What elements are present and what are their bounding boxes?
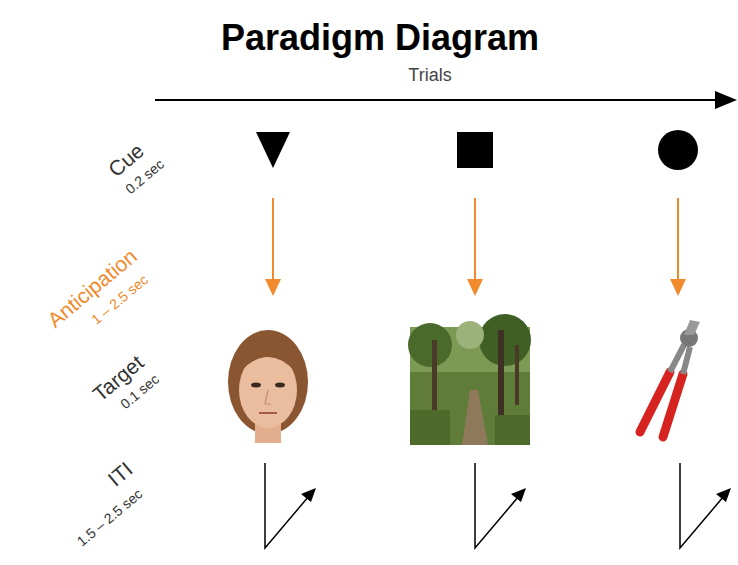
forest-image [408, 314, 531, 445]
timeline-arrow [155, 99, 720, 101]
bolt-cutter-image [640, 320, 700, 437]
arrowhead [715, 91, 737, 109]
triangle-cue [256, 132, 290, 168]
anticipation-arrows [273, 198, 678, 284]
title: Paradigm Diagram [221, 18, 539, 58]
face-image [228, 330, 308, 443]
iti-symbols [265, 463, 724, 548]
arrowheads [301, 488, 731, 502]
square-cue [457, 132, 493, 168]
duration-label: 1.5 – 2.5 sec [74, 486, 145, 549]
row-label: ITI [103, 457, 137, 490]
arrowheads [265, 279, 686, 296]
circle-cue [658, 130, 698, 170]
axis-label: Trials [408, 66, 451, 86]
